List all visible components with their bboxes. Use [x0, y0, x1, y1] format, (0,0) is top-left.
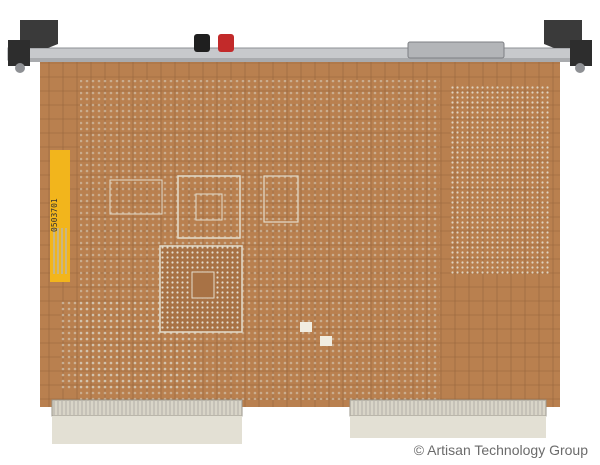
d-sub-connector — [407, 41, 505, 59]
watermark: © Artisan Technology Group — [413, 442, 588, 458]
serial-sticker-label: 0503701 — [50, 198, 59, 232]
red-terminal — [218, 34, 234, 52]
black-terminal — [194, 34, 210, 52]
cpu-socket — [177, 175, 241, 239]
